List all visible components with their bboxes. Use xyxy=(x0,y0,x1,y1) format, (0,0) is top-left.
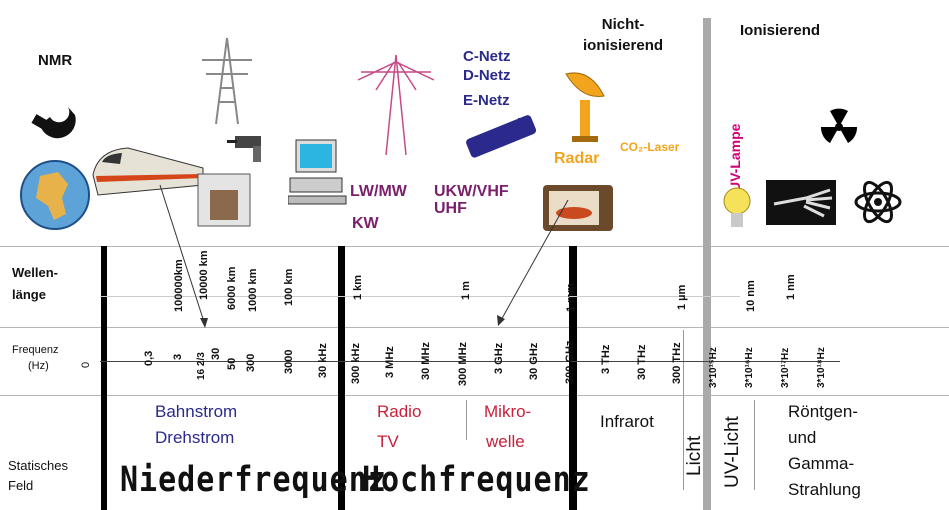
freq-tick-label: 0,3 xyxy=(143,350,155,366)
globe-icon xyxy=(20,160,90,230)
wave-tick-label: 1 m xyxy=(460,281,472,300)
frequenz-zero-label: 0 xyxy=(80,361,92,368)
licht-label: Licht xyxy=(684,435,705,476)
magnet-icon xyxy=(31,107,76,139)
radar-label: Radar xyxy=(554,150,600,167)
wave-tick-label: 1 µm xyxy=(676,284,688,310)
radio-label: Radio xyxy=(377,402,422,421)
divider-hf xyxy=(338,246,345,510)
divider-uv xyxy=(754,400,755,490)
freq-tick-label: 3*10¹⁶Hz xyxy=(744,347,755,388)
infrarot-label: Infrarot xyxy=(600,412,654,431)
wave-tick-label: 6000 km xyxy=(226,266,238,310)
co2-laser-label: CO₂-Laser xyxy=(620,140,680,154)
hochfrequenz-label: Hochfrequenz xyxy=(362,460,591,501)
e-netz-label: E-Netz xyxy=(463,92,510,109)
mikro-label: Mikro- xyxy=(484,402,532,421)
bahnstrom-label: Bahnstrom xyxy=(155,402,238,421)
wave-tick-label: 10 nm xyxy=(745,280,757,312)
wave-tick-label: 1 nm xyxy=(785,274,797,300)
niederfrequenz-label: Niederfrequenz xyxy=(120,460,387,501)
computer-icon xyxy=(288,139,347,205)
kw-label: KW xyxy=(352,215,379,232)
und-label: und xyxy=(788,428,817,447)
d-netz-label: D-Netz xyxy=(463,67,511,84)
radar-dish-icon xyxy=(565,72,605,142)
light-bulb-icon xyxy=(723,187,751,227)
roentgen-label: Röntgen- xyxy=(788,402,858,421)
freq-tick-label: 3 GHz xyxy=(493,342,505,374)
freq-tick-label: 30 THz xyxy=(636,344,648,380)
freq-tick-label: 3*10¹⁷Hz xyxy=(780,347,791,388)
train-icon xyxy=(92,147,204,196)
freq-tick-label: 30 MHz xyxy=(420,342,432,380)
gamma-label: Gamma- xyxy=(788,454,855,473)
divider-nf xyxy=(101,246,107,510)
radiation-icon xyxy=(820,108,858,143)
coffee-machine-icon xyxy=(197,173,251,227)
tv-label: TV xyxy=(377,432,399,451)
wave-tick-label: 1 mm xyxy=(565,283,577,312)
wave-tick-label: 1000 km xyxy=(247,268,259,312)
divider-ionising xyxy=(703,18,711,510)
grid-line-low xyxy=(0,395,949,396)
atom-icon xyxy=(854,180,902,224)
xray-hand-icon xyxy=(766,180,836,225)
freq-tick-label: 3*10¹⁵Hz xyxy=(708,347,719,388)
grid-line-mid xyxy=(0,327,949,328)
freq-tick-label: 300 THz xyxy=(671,342,683,384)
wave-tick-label: 1 km xyxy=(352,274,364,300)
freq-tick-label: 3000 xyxy=(283,349,295,374)
nicht-ionisierend-label: Nicht- ionisierend xyxy=(583,16,664,54)
divider-ir xyxy=(569,246,577,510)
wellenlaenge-label: Wellen- länge xyxy=(12,265,58,302)
divider-licht xyxy=(683,330,684,490)
freq-tick-label: 3 MHz xyxy=(384,346,396,378)
mobile-phone-icon xyxy=(466,115,537,158)
welle-label: welle xyxy=(486,432,525,451)
wave-tick-label: 100 km xyxy=(283,268,295,306)
ionisierend-label: Ionisierend xyxy=(740,22,821,39)
freq-tick-label: 300 xyxy=(245,353,257,372)
freq-tick-label: 3*10¹⁸Hz xyxy=(816,347,827,388)
frequenz-label: Frequenz xyxy=(12,344,59,356)
freq-tick-label: 50 xyxy=(226,357,238,370)
wave-axis-line xyxy=(100,296,740,297)
freq-tick-label: 16 2/3 xyxy=(196,352,207,380)
grid-line-top xyxy=(0,246,949,247)
nmr-label: NMR xyxy=(38,52,73,69)
freq-tick-label: 30 kHz xyxy=(317,343,329,378)
hz-label: (Hz) xyxy=(28,360,49,372)
freq-tick-label: 300 GHz xyxy=(564,340,576,384)
uhf-label: UHF xyxy=(434,200,467,217)
freq-tick-label: 30 GHz xyxy=(528,342,540,380)
power-pylon-icon xyxy=(202,37,252,125)
c-netz-label: C-Netz xyxy=(463,48,511,65)
divider-mikro xyxy=(466,400,467,440)
freq-tick-label: 300 MHz xyxy=(457,341,469,386)
ukw-vhf-label: UKW/VHF xyxy=(434,183,509,200)
strahlung-label: Strahlung xyxy=(788,480,861,499)
drill-icon xyxy=(227,136,261,162)
lw-mw-label: LW/MW xyxy=(350,183,407,200)
drehstrom-label: Drehstrom xyxy=(155,428,235,447)
radio-mast-icon xyxy=(357,54,435,156)
wave-tick-label: 100000km xyxy=(173,259,185,312)
freq-tick-label: 3 xyxy=(172,353,184,360)
uv-licht-label: UV-Licht xyxy=(722,416,743,488)
statisches-feld-label: Statisches Feld xyxy=(8,458,68,493)
freq-axis-line xyxy=(100,361,840,362)
freq-tick-label: 30 xyxy=(210,347,222,360)
wave-tick-label: 10000 km xyxy=(198,250,210,300)
freq-tick-label: 3 THz xyxy=(600,344,612,374)
freq-tick-label: 300 kHz xyxy=(350,343,362,384)
